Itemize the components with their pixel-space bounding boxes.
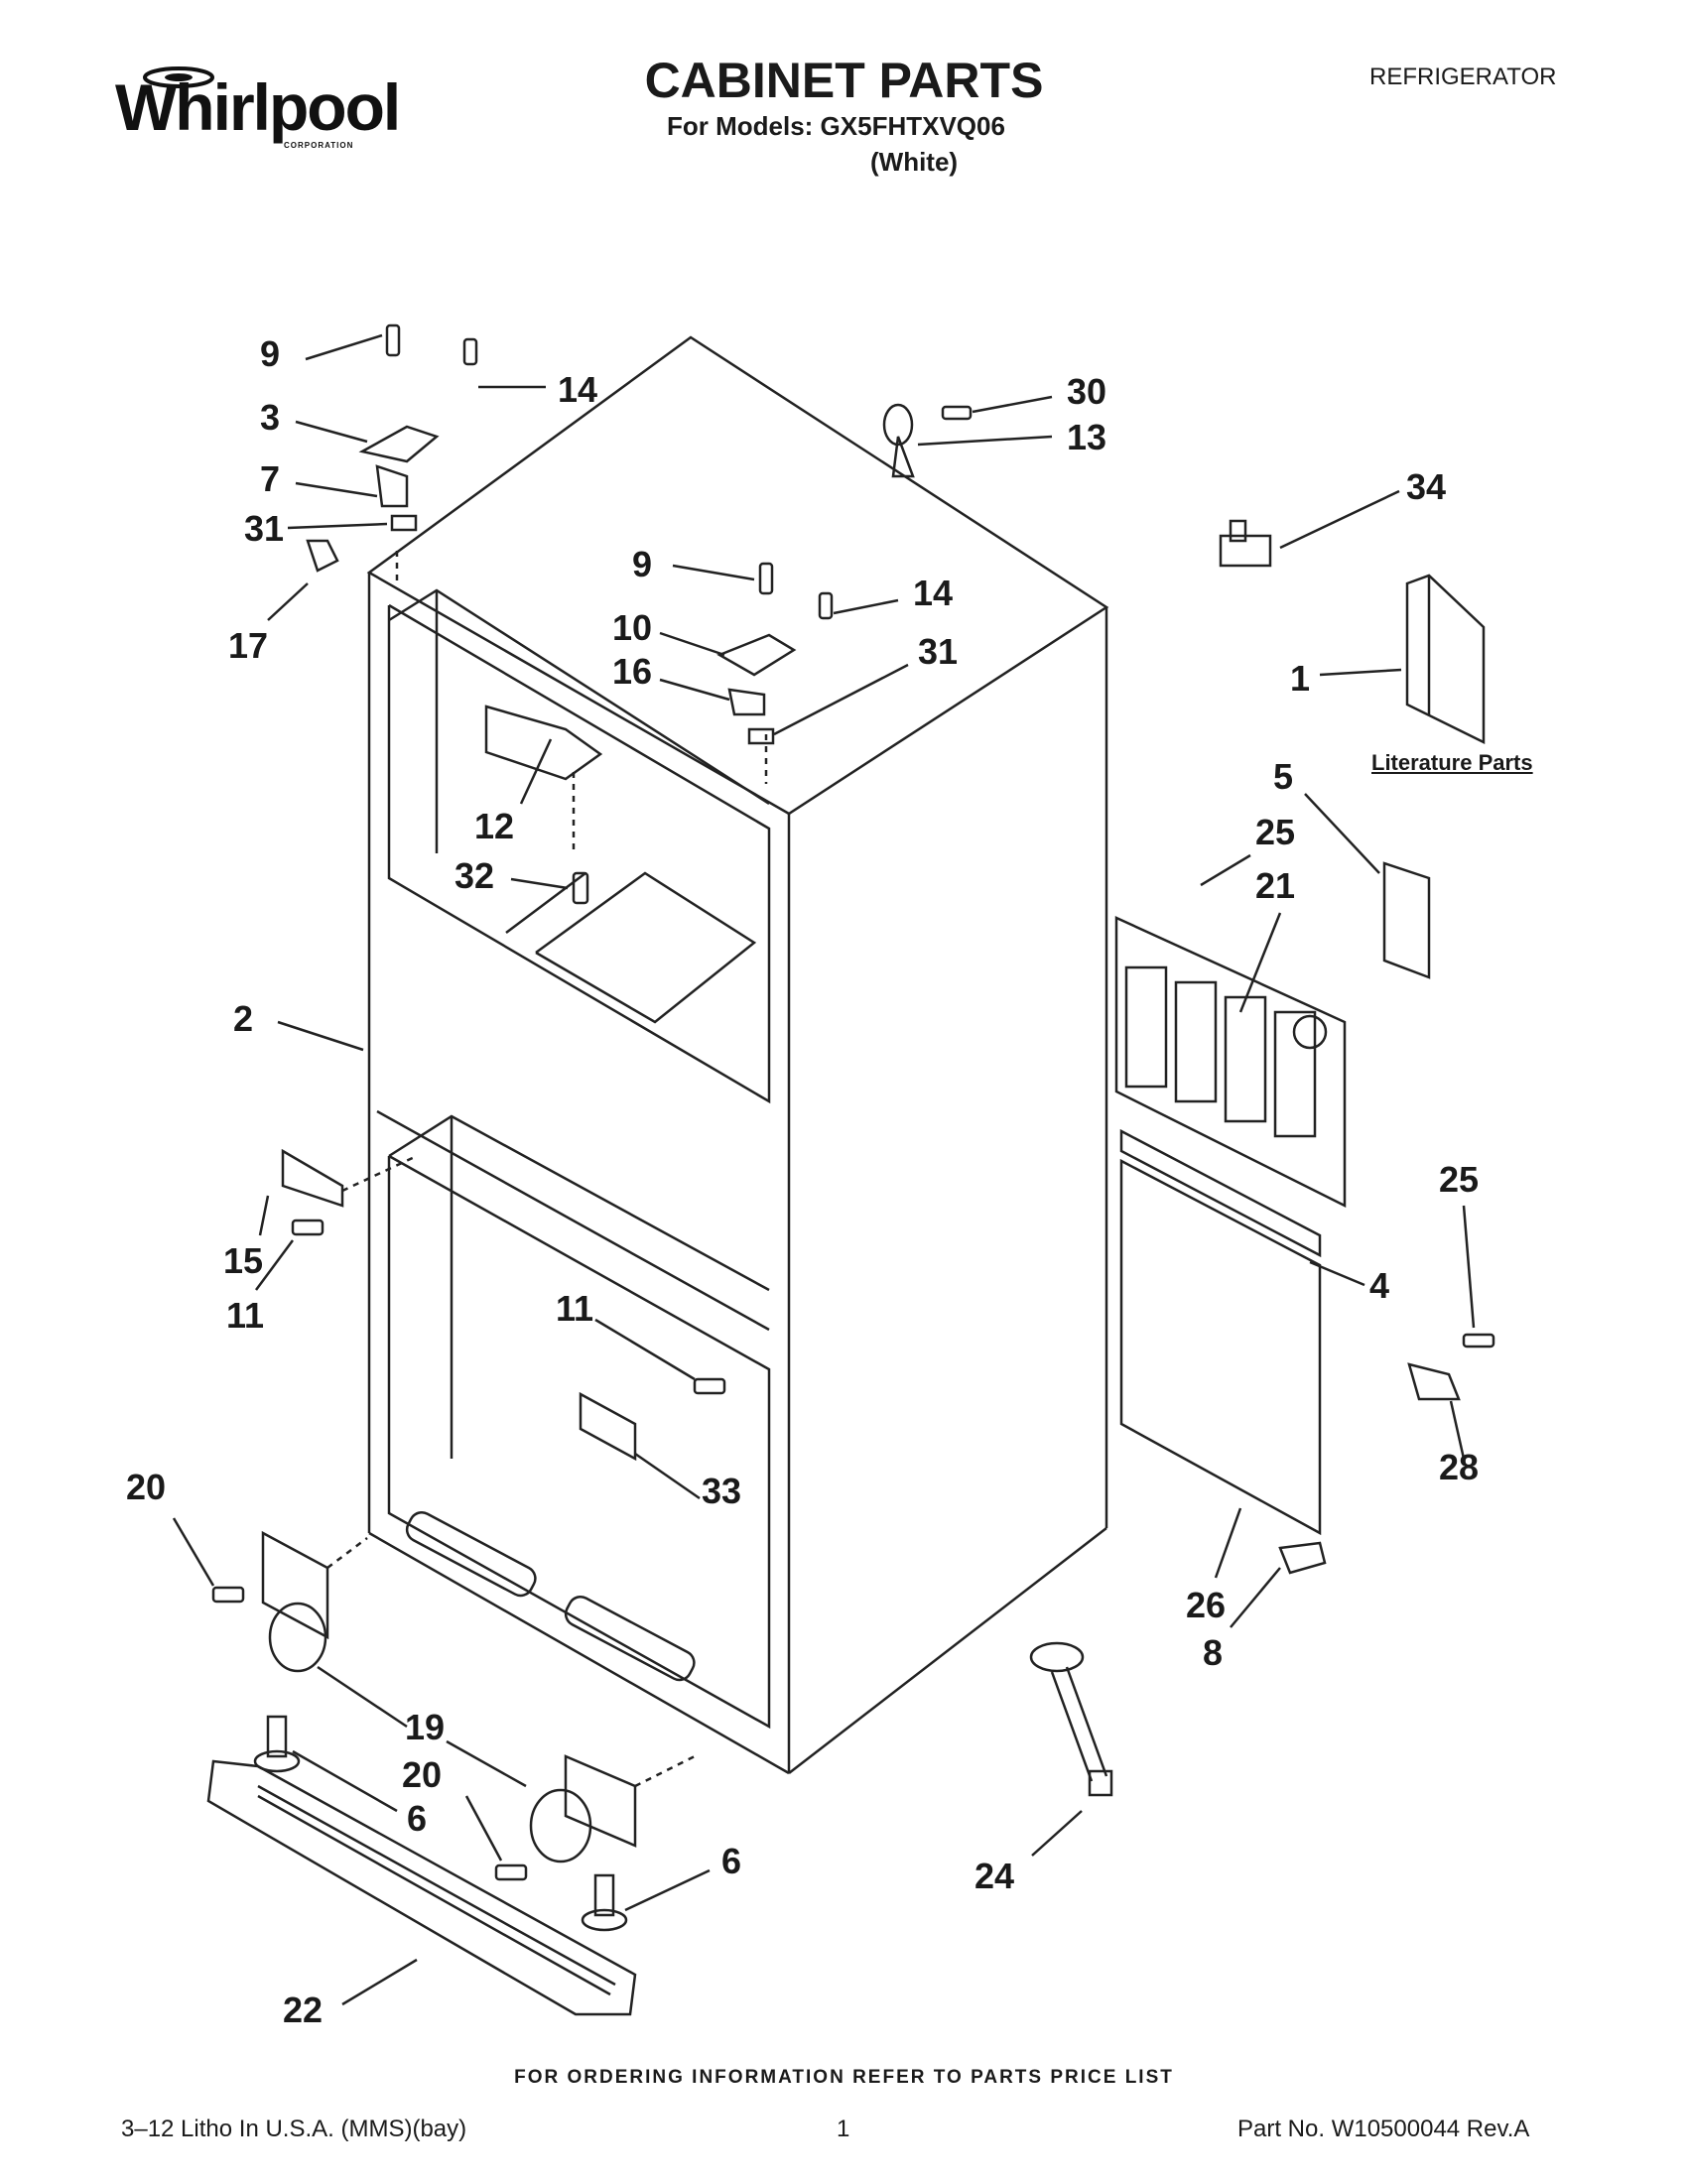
page-title: CABINET PARTS [644, 53, 1044, 108]
callout-20-right: 20 [402, 1754, 443, 1795]
whirlpool-logo: Whirlpool CORPORATION [109, 62, 401, 161]
handle-24 [1029, 1641, 1113, 1797]
callout-22: 22 [283, 1990, 324, 2030]
top-hinge-left [306, 323, 478, 573]
callout-24: 24 [974, 1856, 1015, 1896]
callout-10: 10 [612, 607, 653, 648]
part-34-clip [1219, 519, 1272, 568]
callout-26: 26 [1186, 1585, 1227, 1625]
brand-corporation: CORPORATION [284, 141, 354, 150]
callout-25-right: 25 [1439, 1159, 1480, 1200]
callout-8: 8 [1203, 1632, 1224, 1673]
clip-8 [1278, 1541, 1327, 1575]
callout-34: 34 [1406, 466, 1447, 507]
callout-31-left: 31 [244, 508, 285, 549]
color-line: (White) [870, 147, 959, 177]
cabinet-body [366, 335, 1109, 1775]
callout-9-center: 9 [632, 544, 653, 584]
upper-hinge-cover [484, 705, 603, 905]
callout-6-left: 6 [407, 1798, 428, 1839]
callout-11-left: 11 [226, 1295, 265, 1336]
callout-1: 1 [1290, 658, 1311, 699]
callout-21: 21 [1255, 865, 1296, 906]
litho-info: 3–12 Litho In U.S.A. (MMS)(bay) [121, 2116, 467, 2142]
callout-14-center: 14 [913, 573, 954, 613]
callout-15: 15 [223, 1240, 264, 1281]
roller-assembly-left [211, 1530, 368, 1773]
ordering-info: FOR ORDERING INFORMATION REFER TO PARTS … [514, 2067, 1174, 2088]
hinge-pin-30-13 [882, 403, 973, 478]
callout-20-left: 20 [126, 1467, 167, 1507]
callout-31-center: 31 [918, 631, 959, 672]
lower-panel-26 [1119, 1158, 1322, 1536]
callout-12: 12 [474, 806, 515, 846]
callout-13: 13 [1067, 417, 1107, 457]
part-5-bracket [1382, 861, 1431, 979]
callout-3: 3 [260, 397, 281, 438]
literature-parts-label: Literature Parts [1371, 750, 1533, 775]
mid-hinge-33 [579, 1377, 726, 1462]
callout-14-top-left: 14 [558, 369, 598, 410]
clip-25-28 [1407, 1333, 1495, 1401]
mid-hinge-15 [281, 1148, 418, 1236]
callout-16: 16 [612, 651, 653, 692]
roller-assembly-right [494, 1754, 696, 1932]
callout-11-center: 11 [556, 1288, 594, 1329]
page-number: 1 [837, 2116, 850, 2142]
callout-32: 32 [454, 855, 495, 896]
leader-lines [172, 333, 1476, 2006]
part-number: Part No. W10500044 Rev.A [1237, 2116, 1530, 2142]
top-hinge-right [716, 562, 834, 745]
callout-6-right: 6 [721, 1841, 742, 1881]
category-label: REFRIGERATOR [1369, 64, 1557, 90]
callout-9-top-left: 9 [260, 333, 281, 374]
callout-5: 5 [1273, 756, 1294, 797]
callout-7: 7 [260, 458, 281, 499]
callout-17: 17 [228, 625, 269, 666]
callout-28: 28 [1439, 1447, 1480, 1487]
literature-booklet [1405, 574, 1486, 745]
callout-25-top: 25 [1255, 812, 1296, 852]
toe-grille-22 [206, 1759, 637, 2016]
grille-panel-21 [1114, 916, 1347, 1209]
brand-wordmark: Whirlpool [115, 70, 401, 144]
models-line: For Models: GX5FHTXVQ06 [667, 111, 1005, 141]
callout-33: 33 [702, 1471, 742, 1511]
logo-swirl-icon [143, 66, 214, 88]
callout-30: 30 [1067, 371, 1107, 412]
callout-4: 4 [1369, 1265, 1390, 1306]
callout-2: 2 [233, 998, 254, 1039]
trim-strip-4 [1119, 1128, 1322, 1258]
callout-19: 19 [405, 1707, 446, 1747]
